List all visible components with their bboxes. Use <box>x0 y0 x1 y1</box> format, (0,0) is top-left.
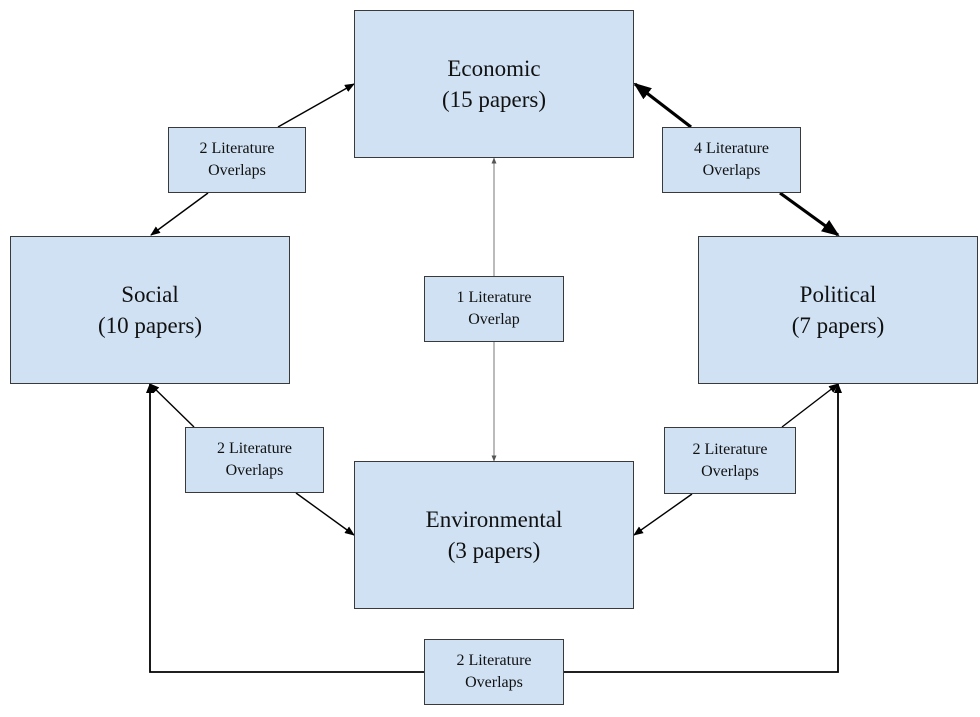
arrow-economic-to-econsocial-label <box>277 83 355 128</box>
social-political-overlap-label: 2 Literature Overlaps <box>424 639 564 705</box>
overlap-label-line1: 2 Literature <box>199 140 275 157</box>
arrow-politicalenv-label-to-environmental <box>633 493 693 536</box>
overlap-label-line1: 4 Literature <box>693 140 770 157</box>
social-node: Social (10 papers) <box>10 236 290 384</box>
arrow-econpolitical-label-to-political <box>779 191 840 237</box>
arrow-socialenv-label-to-environmental <box>295 492 355 536</box>
social-environmental-overlap-label: 2 Literature Overlaps <box>185 427 324 493</box>
political-node: Political (7 papers) <box>698 236 978 384</box>
political-node-count: (7 papers) <box>791 313 885 338</box>
overlap-label-line2: Overlaps <box>701 462 759 480</box>
arrow-econpolitical-label-to-economic <box>633 82 692 129</box>
overlap-label-line2: Overlaps <box>465 674 523 691</box>
overlap-label-line1: 2 Literature <box>216 440 293 457</box>
overlap-label-line1: 2 Literature <box>692 440 768 458</box>
arrow-socialenv-label-to-social <box>149 383 195 428</box>
economic-political-overlap-label: 4 Literature Overlaps <box>662 127 801 193</box>
economic-environmental-overlap-label: 1 Literature Overlap <box>424 276 564 342</box>
overlap-label-line2: Overlap <box>468 311 520 328</box>
environmental-node: Environmental (3 papers) <box>354 461 634 609</box>
political-node-name: Political <box>799 282 877 307</box>
social-node-count: (10 papers) <box>97 313 203 338</box>
arrow-socialpolitical-label-to-political <box>564 383 842 673</box>
arrow-socialpolitical-label-to-social <box>146 383 424 673</box>
economic-social-overlap-label: 2 Literature Overlaps <box>168 127 306 193</box>
overlap-label-line2: Overlaps <box>702 162 761 179</box>
political-environmental-overlap-label: 2 Literature Overlaps <box>664 427 796 494</box>
overlap-label-line1: 2 Literature <box>456 652 532 669</box>
environmental-node-count: (3 papers) <box>447 538 541 563</box>
overlap-label-line2: Overlaps <box>225 462 284 479</box>
social-node-name: Social <box>121 282 179 307</box>
environmental-node-name: Environmental <box>425 507 563 532</box>
overlap-label-line2: Overlaps <box>208 162 266 179</box>
economic-node: Economic (15 papers) <box>354 10 634 158</box>
arrow-econsocial-label-to-social <box>150 192 209 236</box>
economic-node-count: (15 papers) <box>441 87 547 112</box>
arrow-politicalenv-label-to-political <box>781 383 839 428</box>
overlap-label-line1: 1 Literature <box>456 289 532 306</box>
economic-node-name: Economic <box>447 56 541 81</box>
